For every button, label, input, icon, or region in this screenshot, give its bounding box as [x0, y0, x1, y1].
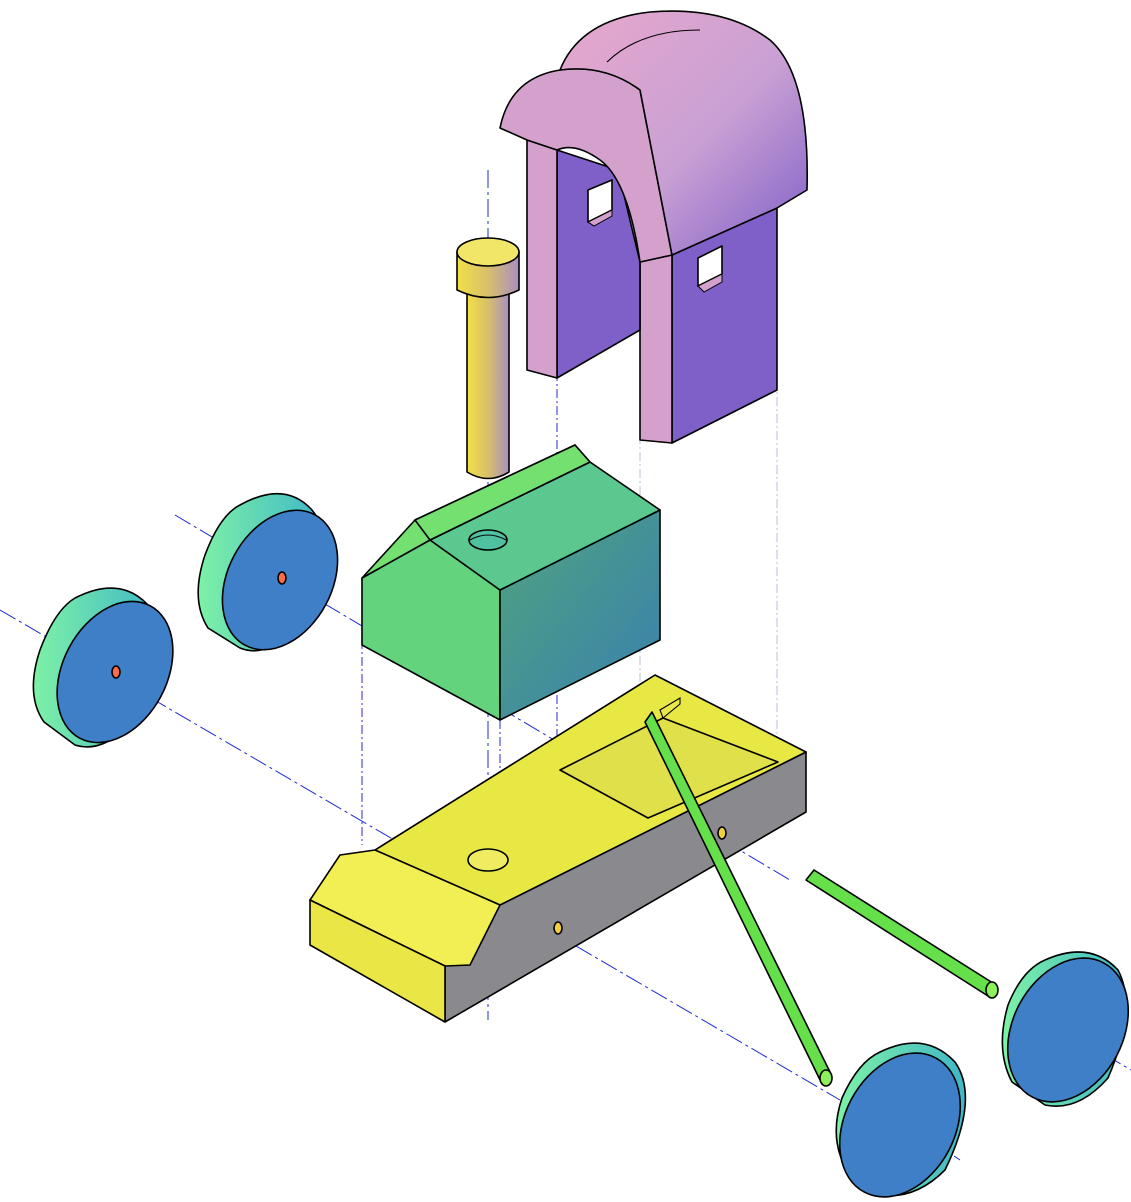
wheel-front-right	[835, 1042, 967, 1198]
wheel-back-left	[197, 492, 339, 652]
cab-roof-flat	[414, 444, 591, 541]
rear-axle-end	[985, 981, 999, 999]
wheel-rear-right	[1001, 951, 1130, 1107]
base-front-axle-hole	[553, 921, 563, 935]
bolt-shank	[466, 289, 510, 480]
cab-bolt-hole-edge	[469, 534, 507, 541]
wheel-hub-hole	[277, 571, 287, 585]
cab-bolt-hole	[468, 529, 508, 551]
axles	[644, 711, 999, 1087]
arch-left-window-sill	[587, 209, 613, 227]
wheel-hub-hole	[111, 665, 121, 679]
arch-roof-part	[499, 10, 809, 444]
arch-right-leg-front	[639, 254, 673, 444]
wheel-face	[1006, 957, 1130, 1103]
arch-edge-line	[606, 29, 701, 63]
bolt-part	[456, 237, 520, 480]
arch-left-leg-front	[526, 139, 558, 379]
rear-axle	[805, 869, 997, 997]
base-bolt-hole	[467, 848, 509, 872]
wheel-front-left	[32, 587, 174, 748]
cab-part	[361, 444, 661, 721]
arch-curved-top	[559, 10, 809, 256]
base-front-end	[309, 899, 446, 1023]
base-rear-axle-hole	[717, 826, 727, 840]
base-slot-step	[659, 697, 681, 719]
arch-front-face	[499, 68, 673, 263]
arch-right-window-sill	[697, 273, 723, 293]
wheel-face	[838, 1052, 962, 1198]
front-axle-end	[819, 1069, 833, 1087]
bolt-head-top	[456, 237, 520, 267]
base-chassis-part	[309, 674, 807, 1023]
